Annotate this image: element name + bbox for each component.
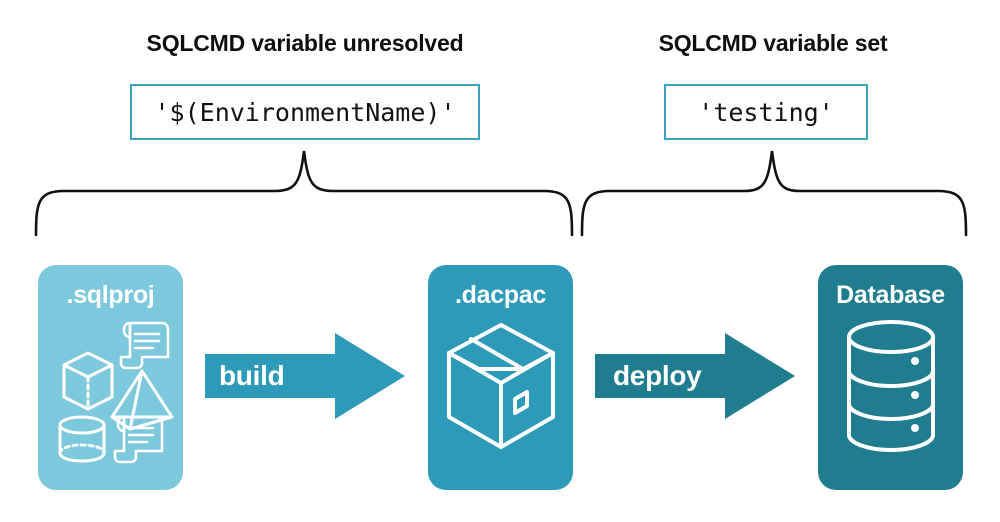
sqlproj-artwork xyxy=(38,313,183,473)
database-artwork xyxy=(818,313,963,463)
stage-label-sqlproj: .sqlproj xyxy=(66,281,155,309)
arrow-deploy-shape xyxy=(595,333,795,419)
variable-value-box-right: 'testing' xyxy=(664,84,868,140)
pyramid-icon xyxy=(110,369,173,431)
annotation-heading-right: SQLCMD variable set xyxy=(658,30,888,56)
stage-card-dacpac: .dacpac xyxy=(428,265,573,490)
cube-icon xyxy=(62,351,113,411)
stage-label-database: Database xyxy=(836,281,945,309)
stage-card-database: Database xyxy=(818,265,963,490)
package-box-icon xyxy=(446,323,555,449)
stage-label-dacpac: .dacpac xyxy=(454,281,546,309)
database-cylinder-icon xyxy=(846,320,935,452)
stage-card-sqlproj: .sqlproj xyxy=(38,265,183,490)
scroll-icon xyxy=(119,321,169,370)
brace-right xyxy=(580,150,968,237)
variable-value-box-left: '$(EnvironmentName)' xyxy=(130,84,480,140)
cylinder-icon xyxy=(58,415,105,463)
arrow-deploy: deploy xyxy=(595,333,795,419)
dacpac-artwork xyxy=(428,313,573,463)
annotation-heading-left: SQLCMD variable unresolved xyxy=(146,30,464,56)
arrow-build: build xyxy=(205,333,405,419)
scroll-icon xyxy=(113,415,163,464)
arrow-build-shape xyxy=(205,333,405,419)
brace-left xyxy=(34,150,574,237)
